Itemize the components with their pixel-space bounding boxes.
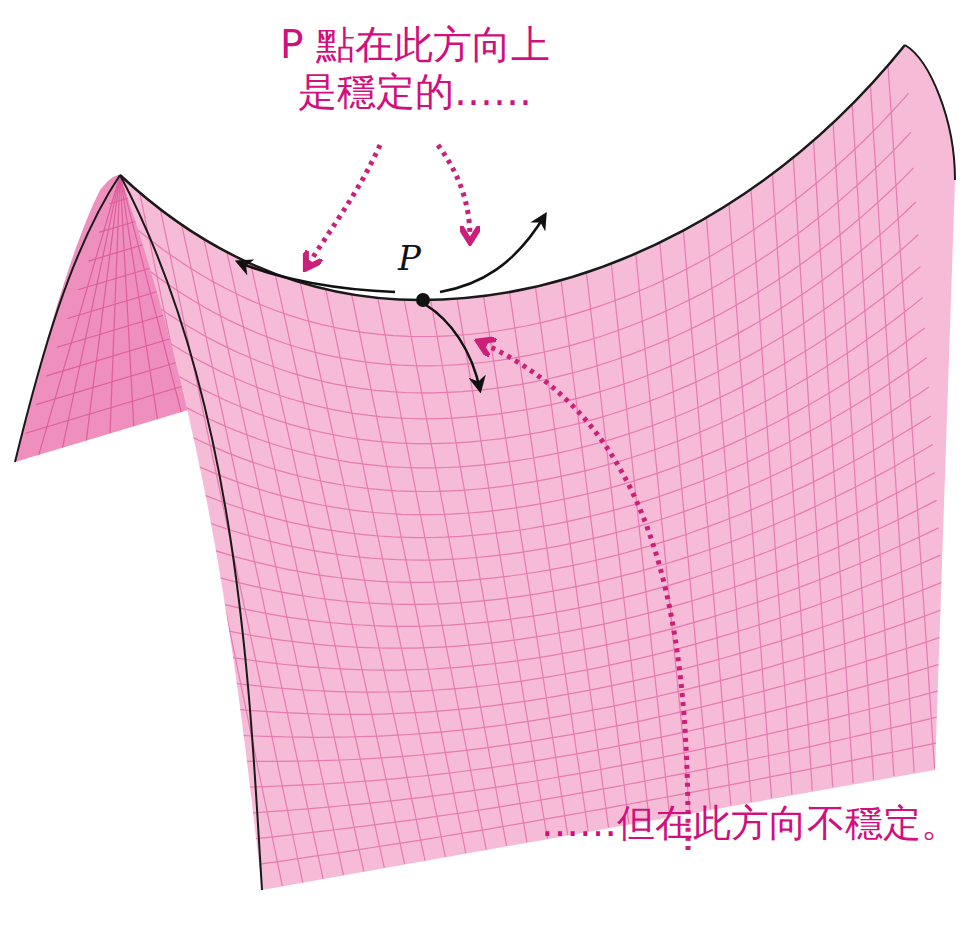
grid-line <box>404 300 506 846</box>
grid-line <box>210 500 937 648</box>
grid-line <box>144 168 913 393</box>
grid-line <box>729 204 772 798</box>
grid-line <box>611 263 669 816</box>
callout-text: P 點在此方向上 是穩定的…… <box>215 22 615 116</box>
grid-line <box>199 444 933 604</box>
unstable-arrow <box>426 305 480 390</box>
grid-line <box>660 243 711 810</box>
grid-line <box>182 358 927 538</box>
grid-line <box>157 235 918 444</box>
grid-line <box>751 189 792 794</box>
grid-line <box>457 299 547 839</box>
grid-line <box>707 218 752 802</box>
grid-line <box>86 175 120 441</box>
grid-line <box>683 231 730 806</box>
grid-line <box>814 140 854 783</box>
grid-line <box>772 174 812 791</box>
callout-pointer <box>482 343 688 850</box>
grid-line <box>326 289 446 857</box>
callout-pointer <box>308 145 380 265</box>
grid-line <box>182 225 323 879</box>
grid-line <box>247 688 950 814</box>
grid-line <box>300 282 425 860</box>
grid-line <box>188 387 929 560</box>
grid-line <box>793 157 832 787</box>
grid-line <box>204 473 934 627</box>
grid-line <box>63 175 121 448</box>
grid-line <box>236 635 946 761</box>
grid-line <box>227 252 364 872</box>
stable-arrow-left <box>238 262 395 292</box>
stable-arrow-right <box>440 215 545 292</box>
point-label: P <box>398 238 421 278</box>
grid-line <box>242 662 948 788</box>
grid-line <box>151 202 916 419</box>
grid-line <box>586 272 649 820</box>
grid-line <box>39 175 120 455</box>
callout-pointer <box>438 145 470 238</box>
grid-line <box>636 254 690 813</box>
grid-line <box>193 416 931 582</box>
grid-line <box>510 292 589 831</box>
grid-line <box>120 175 134 426</box>
grid-line <box>137 132 911 366</box>
callout-text: ……但在此方向不穩定。 <box>541 798 959 849</box>
grid-line <box>204 239 344 875</box>
saddle-ridge-edge <box>15 175 262 890</box>
grid-line <box>176 328 925 515</box>
grid-line <box>231 609 944 738</box>
grid-line <box>852 104 894 776</box>
grid-line <box>130 93 909 336</box>
saddle-right-edge <box>905 45 955 180</box>
grid-line <box>352 294 466 853</box>
grid-line <box>378 298 486 850</box>
point-p <box>416 293 430 307</box>
saddle-surface <box>120 45 955 890</box>
grid-line <box>170 298 923 492</box>
grid-line <box>164 267 921 468</box>
grid-line <box>833 123 873 780</box>
